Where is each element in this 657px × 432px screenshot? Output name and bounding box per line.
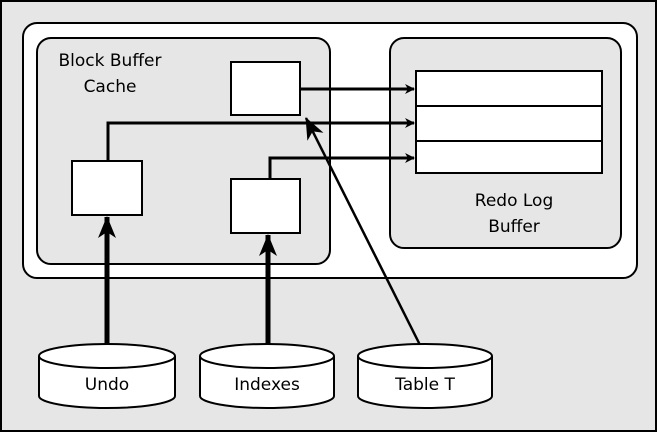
buffer-block-undo <box>71 160 143 216</box>
redo-log-buffer-label-2: Buffer <box>488 217 540 237</box>
undo-label: Undo <box>85 375 129 395</box>
redo-log-buffer: Redo Log Buffer <box>389 37 622 249</box>
arrow-index-to-redo <box>268 153 415 179</box>
redo-log-entries <box>415 70 603 174</box>
buffer-block-index <box>230 178 301 234</box>
buffer-block-table <box>230 61 301 116</box>
table-t-label: Table T <box>394 375 455 395</box>
block-buffer-cache-label-2: Cache <box>84 77 137 97</box>
arrow-table-source <box>304 117 423 348</box>
source-arrows <box>98 216 277 348</box>
block-buffer-cache: Block Buffer Cache <box>36 37 331 265</box>
block-buffer-cache-label-1: Block Buffer <box>59 51 162 71</box>
undo-cylinder: Undo <box>38 343 176 409</box>
table-t-cylinder: Table T <box>357 343 493 409</box>
indexes-cylinder: Indexes <box>199 343 335 409</box>
redo-log-buffer-label-1: Redo Log <box>475 191 553 211</box>
indexes-label: Indexes <box>234 375 300 395</box>
